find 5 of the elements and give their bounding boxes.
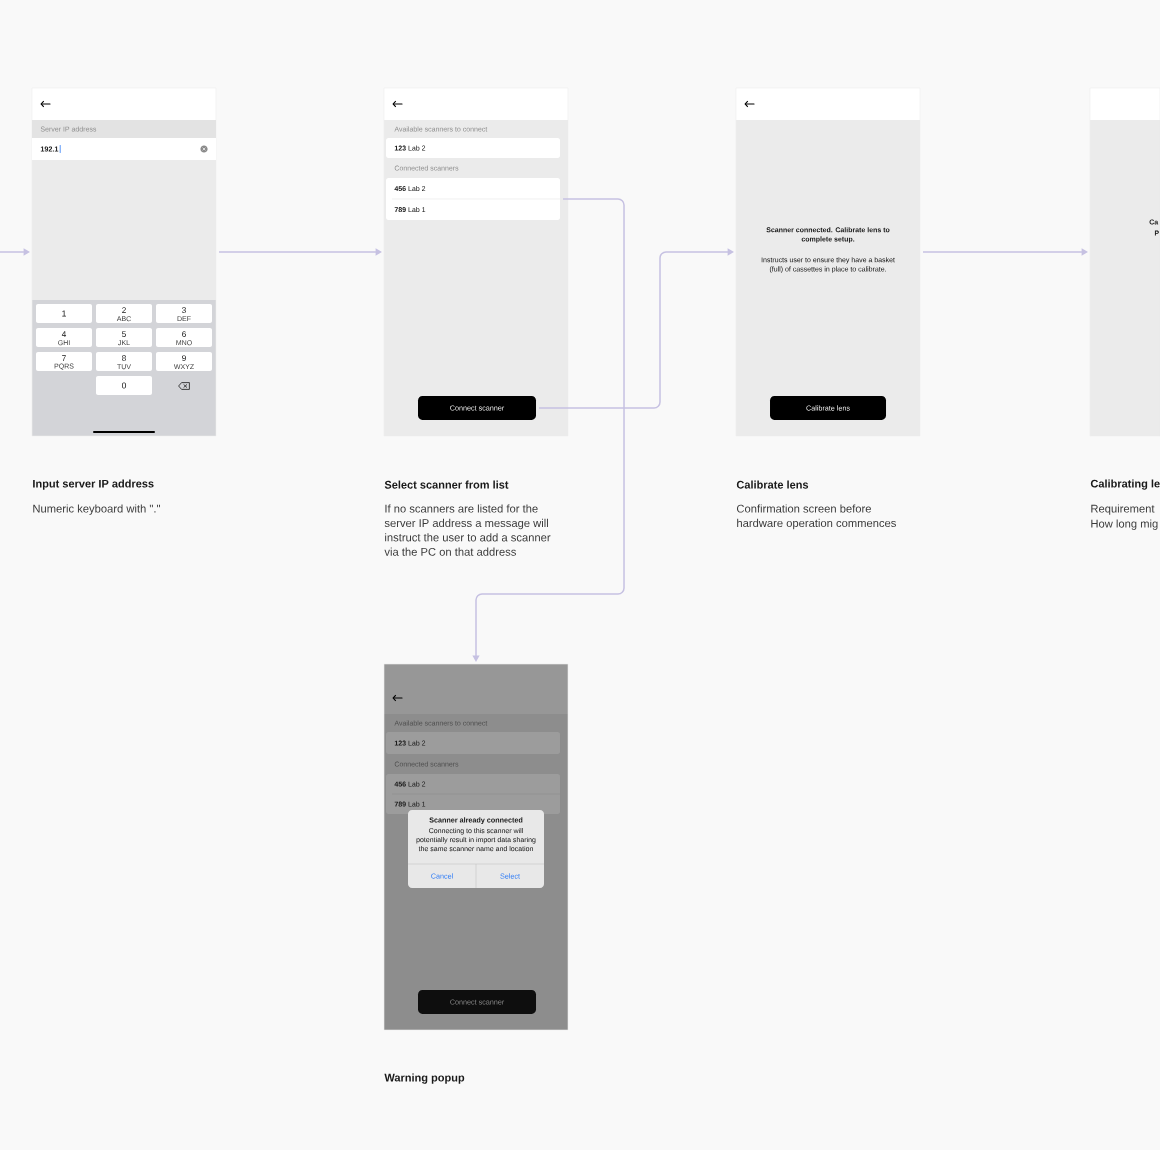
arrow xyxy=(922,248,1088,256)
arrow xyxy=(538,248,734,409)
arrow xyxy=(218,248,382,256)
arrow xyxy=(0,248,30,256)
arrow xyxy=(472,198,625,662)
